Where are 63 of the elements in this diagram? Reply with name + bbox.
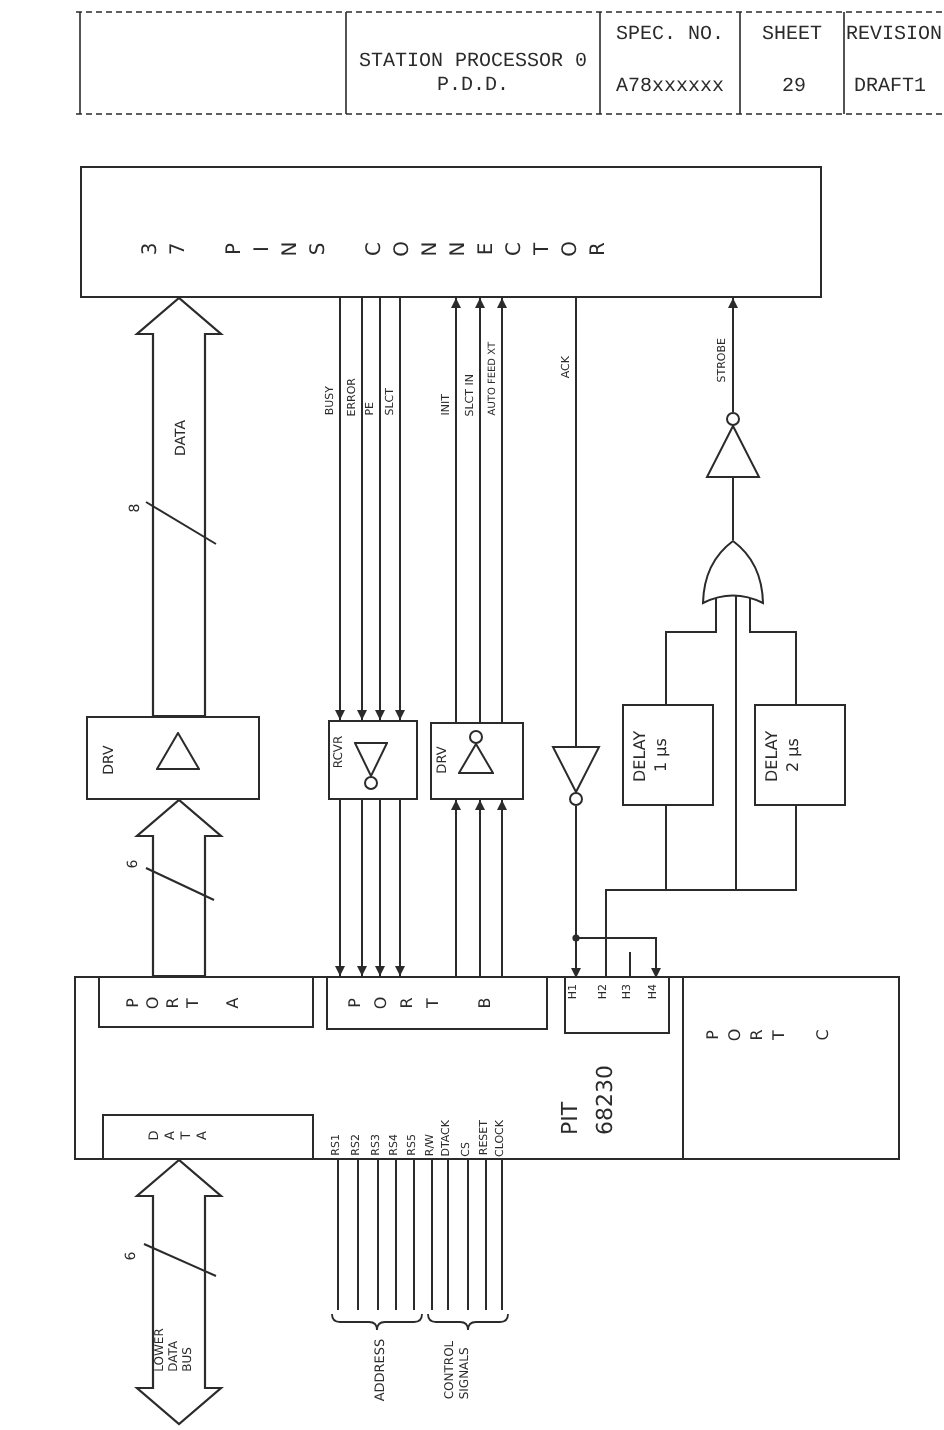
arrow: [395, 799, 405, 977]
arrow: [451, 799, 461, 977]
arrow: [335, 297, 345, 721]
signal-line: [431, 1159, 433, 1311]
chip-box: [74, 976, 900, 1160]
arrow: [451, 297, 461, 723]
signal-line: [337, 1159, 339, 1311]
connector-label: 37 PINS CONNECTOR: [140, 240, 616, 260]
title-block-text: 29: [782, 77, 806, 103]
title-block-text: REVISION: [846, 25, 942, 51]
signal-line: [413, 1159, 415, 1311]
arrow: [728, 297, 738, 413]
signal-line: [575, 297, 577, 747]
arrow: [357, 297, 367, 721]
title-block-text: A78xxxxxx: [616, 77, 724, 103]
inverter-gate: [706, 412, 760, 478]
signal-line: [665, 597, 717, 705]
bus-arrow: [134, 296, 224, 718]
signal-line: [467, 1159, 469, 1311]
title-block-text: SPEC. NO.: [616, 25, 724, 51]
signal-line: [732, 477, 734, 541]
port-box: [98, 976, 314, 1028]
arrow: [395, 297, 405, 721]
arrow: [357, 799, 367, 977]
delay-label: DELAY 1 µs: [631, 728, 672, 786]
arrow: [375, 297, 385, 721]
port-box: [102, 1114, 314, 1160]
port-label: PORT B: [346, 996, 502, 1012]
title-block-text: STATION PROCESSOR 0 P.D.D.: [356, 51, 590, 103]
port-label: PORT A: [124, 996, 244, 1012]
signal-line: [629, 951, 631, 979]
signal-line: [377, 1159, 379, 1311]
or-gate: [702, 540, 764, 604]
signal-line: [357, 1159, 359, 1311]
arrow: [375, 799, 385, 977]
signal-line: [395, 1159, 397, 1311]
driver-box: [86, 716, 260, 800]
arrow: [335, 799, 345, 977]
bus-arrow: [134, 798, 224, 978]
title-block-text: DRAFT1: [854, 77, 926, 103]
delay-label: DELAY 2 µs: [763, 728, 804, 786]
arrow: [497, 799, 507, 977]
chip-label: PIT 68230: [554, 1065, 620, 1135]
port-box: [326, 976, 548, 1030]
arrow: [497, 297, 507, 723]
arrow: [475, 799, 485, 977]
arrow: [475, 297, 485, 723]
pin-group-box: [564, 976, 670, 1034]
signal-line: [501, 1159, 503, 1311]
port-label: PORT C: [704, 1028, 836, 1044]
signal-line: [749, 597, 797, 705]
arrow: [575, 805, 661, 979]
delay-box: [622, 704, 714, 806]
title-block-text: SHEET: [762, 25, 822, 51]
delay-box: [754, 704, 846, 806]
signal-line: [485, 1159, 487, 1311]
signal-line: [447, 1159, 449, 1311]
connector-box: [80, 166, 822, 298]
receiver-box: [328, 720, 418, 800]
bus-arrow: [134, 1158, 224, 1426]
inverter-gate: [552, 746, 600, 806]
driver-box: [430, 722, 524, 800]
signal-line: [605, 805, 797, 979]
